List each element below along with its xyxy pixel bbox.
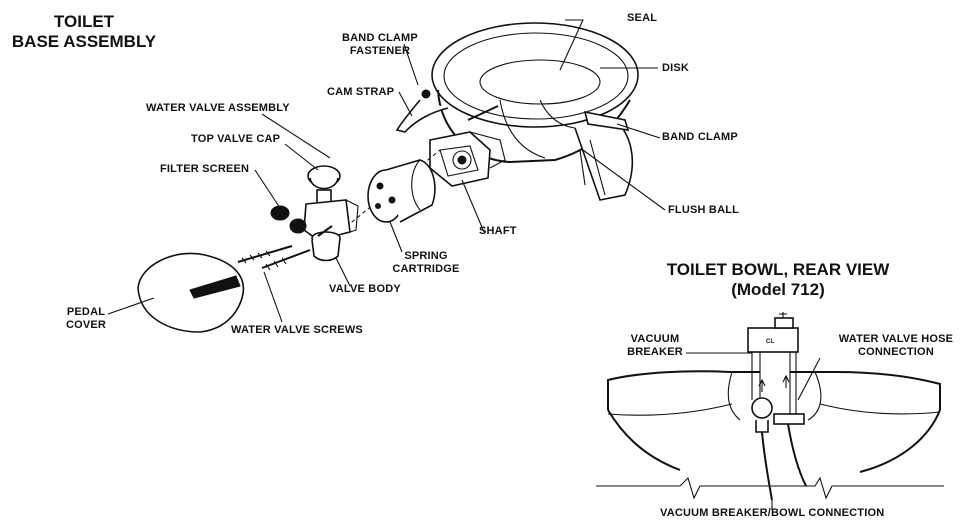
label-band-clamp-fastener-line1: BAND CLAMP [342,32,418,44]
cam-strap-drawing [395,99,449,133]
spring-cartridge-drawing [367,159,436,223]
rear-view-title-line2: (Model 712) [731,280,825,299]
assembly-title-line2: BASE ASSEMBLY [11,32,157,51]
floor-line [596,476,944,500]
rear-view-title-line1: TOILET BOWL, REAR VIEW [666,260,890,279]
label-pedal-cover-line2: COVER [65,319,107,331]
label-top-valve-cap: TOP VALVE CAP [191,133,281,145]
label-disk: DISK [662,62,690,74]
label-band-clamp-fastener: BAND CLAMP FASTENER [340,32,420,58]
water-valve-screws-drawing [237,245,311,271]
label-pedal-cover-line1: PEDAL [66,306,106,318]
toilet-base-drawing [329,22,639,241]
seal-ring-outer [431,22,639,128]
filter-screen-drawing [270,205,290,221]
water-valve-drawing [270,165,359,262]
assembly-title-line1: TOILET [53,12,115,31]
label-water-valve-assembly: WATER VALVE ASSEMBLY [146,102,290,114]
assembly-title: TOILET BASE ASSEMBLY [0,12,168,52]
label-band-clamp-fastener-line2: FASTENER [349,45,411,57]
band-clamp-fastener-drawing [467,105,499,121]
leader-lines-left [107,19,666,323]
label-flush-ball: FLUSH BALL [668,204,740,216]
label-vacuum-breaker-bowl-connection: VACUUM BREAKER/BOWL CONNECTION [660,507,885,519]
label-pedal-cover: PEDAL COVER [58,306,114,332]
rear-view-title: TOILET BOWL, REAR VIEW (Model 712) [628,260,928,300]
label-water-valve-hose-line1: WATER VALVE HOSE [838,333,954,345]
label-water-valve-hose-connection: WATER VALVE HOSE CONNECTION [832,333,960,359]
label-seal: SEAL [627,12,658,24]
rear-view-drawing [596,312,944,510]
band-clamp-drawing [583,110,630,131]
seal-ring-inner [443,32,629,120]
label-band-clamp: BAND CLAMP [662,131,738,143]
label-vacuum-breaker-line1: VACUUM [630,333,680,345]
breaker-marking: CL [766,339,775,345]
flush-ball-drawing [574,117,634,201]
label-spring-cartridge: SPRING CARTRIDGE [386,250,466,276]
bowl-rim-right [790,371,941,410]
label-shaft: SHAFT [479,225,517,237]
label-water-valve-hose-line2: CONNECTION [858,346,934,358]
vacuum-breaker-drawing [747,327,799,353]
label-filter-screen: FILTER SCREEN [160,163,250,175]
label-valve-body: VALVE BODY [329,283,401,295]
disk-shape [479,59,601,105]
pedal-cover-drawing [137,252,245,333]
label-cam-strap: CAM STRAP [327,86,395,98]
bowl-rim-left [607,370,760,410]
label-water-valve-screws: WATER VALVE SCREWS [231,324,363,336]
label-vacuum-breaker: VACUUM BREAKER [622,333,688,359]
label-spring-cartridge-line1: SPRING [404,250,448,262]
label-spring-cartridge-line2: CARTRIDGE [392,263,460,275]
label-vacuum-breaker-line2: BREAKER [627,346,683,358]
